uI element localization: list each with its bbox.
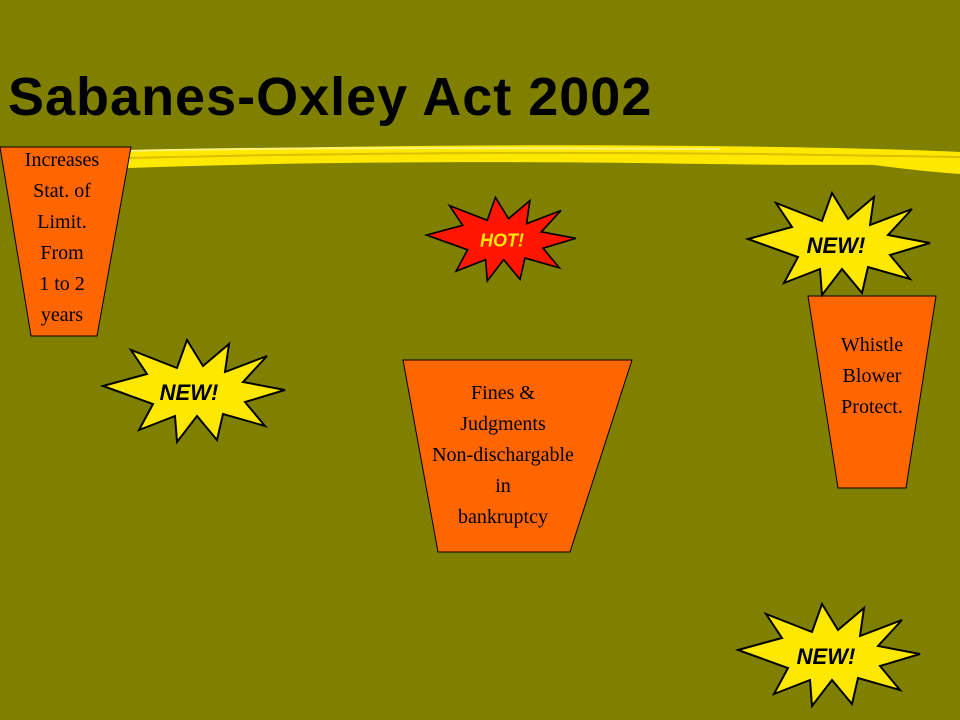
statute-box-text: Increases Stat. of Limit. From 1 to 2 ye… xyxy=(0,145,124,331)
whistle-line: Protect. xyxy=(841,396,903,418)
whistle-line: Blower xyxy=(842,365,902,387)
fines-box-shape xyxy=(402,359,633,553)
hot-badge-text: HOT! xyxy=(480,231,524,251)
new-badge-text: NEW! xyxy=(807,233,866,258)
hot-badge-icon: HOT! xyxy=(425,196,577,282)
statute-line: Limit. xyxy=(37,211,87,233)
statute-line: Stat. of xyxy=(33,180,91,202)
new-badge-icon: NEW! xyxy=(102,339,286,443)
fines-line: in xyxy=(495,475,511,497)
fines-line: Fines & xyxy=(471,382,535,404)
statute-line: Increases xyxy=(24,149,100,171)
fines-line: Judgments xyxy=(460,413,546,435)
fines-box-text: Fines & Judgments Non-dischargable in ba… xyxy=(403,378,603,533)
whistle-line: Whistle xyxy=(840,334,904,356)
slide-title: Sabanes-Oxley Act 2002 xyxy=(8,67,653,127)
new-badge-text: NEW! xyxy=(160,380,219,405)
fines-line: Non-dischargable xyxy=(432,444,574,466)
statute-line: years xyxy=(40,304,84,326)
new-badge-text: NEW! xyxy=(797,644,856,669)
new-badge-icon: NEW! xyxy=(737,603,921,707)
whistle-box-text: Whistle Blower Protect. xyxy=(816,330,928,423)
new-badge-icon: NEW! xyxy=(747,192,931,296)
statute-line: From xyxy=(40,242,84,264)
statute-line: 1 to 2 xyxy=(39,273,85,295)
statute-box-shape xyxy=(0,146,132,337)
whistle-box-shape xyxy=(807,295,937,489)
fines-line: bankruptcy xyxy=(458,506,548,528)
